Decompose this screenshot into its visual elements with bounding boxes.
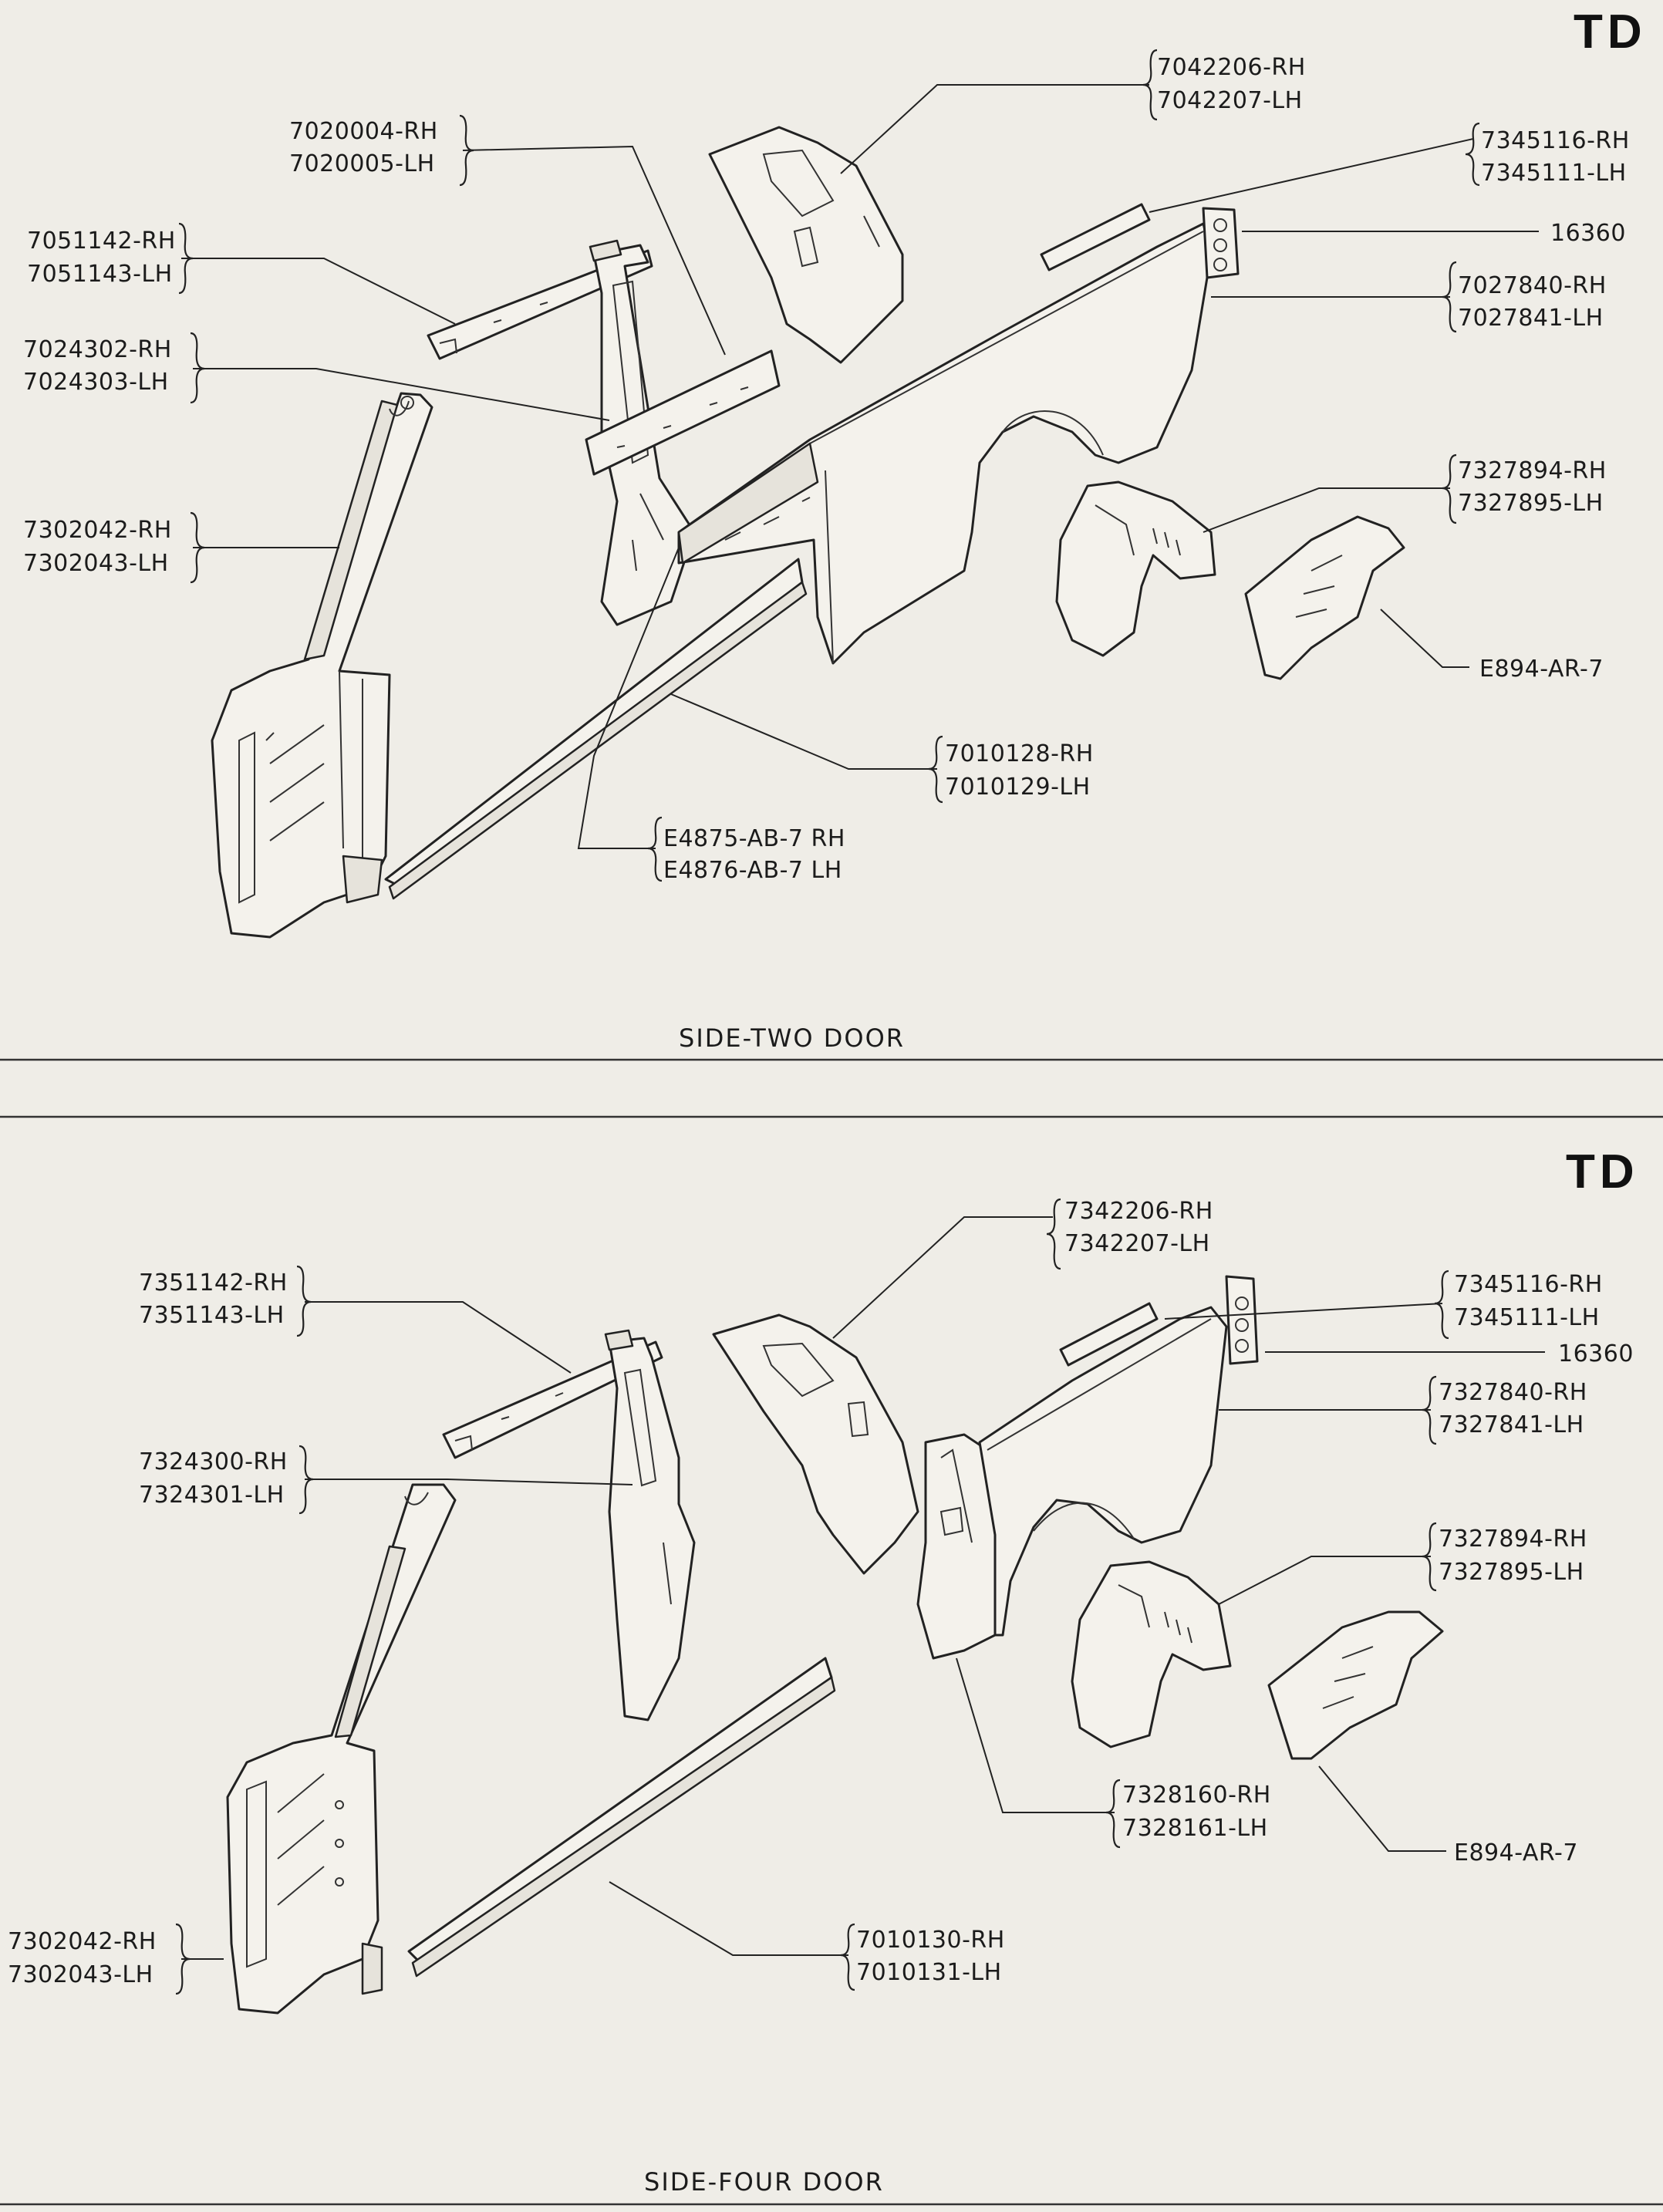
label-7010130: 7010130-RH — [856, 1927, 1005, 1954]
label-16360-b: 16360 — [1558, 1340, 1634, 1367]
label-7327894: 7327894-RH — [1458, 457, 1607, 484]
label-7327894-b: 7327894-RH — [1439, 1526, 1587, 1553]
part-quarter-inner-7042206 — [708, 126, 904, 364]
top-section: TD — [23, 5, 1647, 1053]
bottom-section: TD — [8, 1145, 1639, 2197]
label-7327840: 7327840-RH — [1439, 1379, 1587, 1406]
part-door-rail-7020004 — [585, 349, 781, 476]
label-7327895: 7327895-LH — [1458, 490, 1604, 517]
label-7327841: 7327841-LH — [1439, 1411, 1584, 1438]
label-7042207: 7042207-LH — [1157, 87, 1303, 114]
top-braces — [178, 49, 1480, 882]
top-leader-lines — [181, 84, 1539, 849]
label-e4875: E4875-AB-7 RH — [663, 825, 845, 852]
label-7302042: 7302042-RH — [23, 517, 172, 544]
part-center-pillar-7328160 — [916, 1433, 1004, 1660]
label-7345111-b: 7345111-LH — [1454, 1304, 1600, 1331]
label-7342206: 7342206-RH — [1064, 1198, 1213, 1225]
label-e4876: E4876-AB-7 LH — [663, 857, 842, 884]
label-7051142: 7051142-RH — [27, 228, 176, 255]
top-part-labels: 7042206-RH 7042207-LH 7020004-RH 7020005… — [23, 54, 1630, 884]
part-front-pillar-7302042-b — [226, 1483, 457, 2015]
label-7351142: 7351142-RH — [139, 1270, 288, 1297]
bottom-model-badge: TD — [1566, 1145, 1639, 1199]
part-bracket-16360-b — [1225, 1275, 1259, 1365]
label-7027841: 7027841-LH — [1458, 305, 1604, 332]
label-7020004: 7020004-RH — [289, 118, 438, 145]
top-caption: SIDE-TWO DOOR — [679, 1023, 905, 1053]
part-quarter-panel-7327840 — [978, 1306, 1228, 1637]
label-7051143: 7051143-LH — [27, 261, 173, 288]
bottom-caption: SIDE-FOUR DOOR — [644, 2167, 884, 2197]
part-rocker-sill-7010130 — [407, 1657, 836, 1978]
part-bracket-e894-top — [1244, 515, 1405, 680]
label-7324301: 7324301-LH — [139, 1482, 285, 1509]
label-7027840: 7027840-RH — [1458, 272, 1607, 299]
label-7010128: 7010128-RH — [945, 740, 1094, 767]
label-7328161: 7328161-LH — [1122, 1815, 1268, 1842]
part-wheelhouse-7327894-b — [1071, 1560, 1232, 1748]
bottom-part-labels: 7342206-RH 7342207-LH 7351142-RH 7351143… — [8, 1198, 1634, 1988]
part-b-pillar-7324300 — [604, 1329, 696, 1721]
label-7345111: 7345111-LH — [1481, 160, 1627, 187]
label-7020005: 7020005-LH — [289, 150, 435, 177]
label-7302043: 7302043-LH — [23, 550, 169, 577]
part-roof-rail-7051142 — [427, 249, 653, 360]
label-7302042-b: 7302042-RH — [8, 1928, 157, 1955]
label-7024302: 7024302-RH — [23, 336, 172, 363]
label-7302043-b: 7302043-LH — [8, 1961, 153, 1988]
part-roof-rail-7351142 — [442, 1340, 663, 1459]
label-7042206: 7042206-RH — [1157, 54, 1306, 81]
part-bracket-16360 — [1202, 207, 1240, 279]
label-7328160: 7328160-RH — [1122, 1782, 1271, 1809]
bottom-leader-lines — [181, 1216, 1545, 1960]
part-quarter-inner-7342206 — [712, 1313, 919, 1575]
part-quarter-rail-7345116 — [1040, 203, 1151, 271]
part-quarter-rail-7345116-b — [1059, 1302, 1159, 1367]
part-front-pillar-7302042 — [211, 392, 433, 939]
label-7010131: 7010131-LH — [856, 1959, 1002, 1986]
part-bracket-e894-bottom — [1267, 1610, 1444, 1760]
label-7010129: 7010129-LH — [945, 774, 1091, 801]
part-rocker-sill-7010128 — [384, 558, 808, 900]
label-7345116: 7345116-RH — [1481, 127, 1630, 154]
part-wheelhouse-7327894 — [1055, 481, 1216, 657]
label-7345116-b: 7345116-RH — [1454, 1271, 1603, 1298]
label-e894-ar-7: E894-AR-7 — [1479, 656, 1604, 683]
label-7351143: 7351143-LH — [139, 1302, 285, 1329]
part-quarter-panel-7027840 — [677, 222, 1213, 665]
label-7024303: 7024303-LH — [23, 369, 169, 396]
top-model-badge: TD — [1574, 5, 1647, 59]
label-16360: 16360 — [1550, 220, 1626, 247]
label-7324300: 7324300-RH — [139, 1448, 288, 1475]
bottom-braces — [175, 1198, 1449, 1995]
label-7342207: 7342207-LH — [1064, 1230, 1210, 1257]
label-e894-ar-7-b: E894-AR-7 — [1454, 1839, 1578, 1866]
label-7327895-b: 7327895-LH — [1439, 1559, 1584, 1586]
